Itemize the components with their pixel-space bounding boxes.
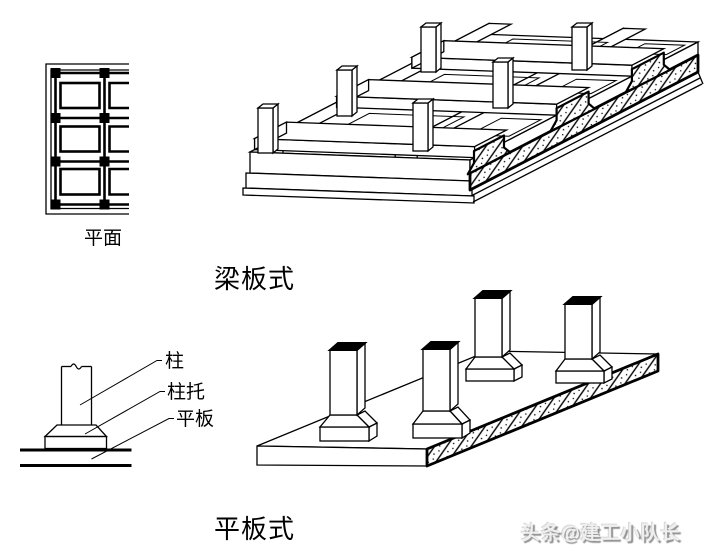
transverse-beam [334, 78, 592, 116]
plan-slab-panels [59, 81, 129, 196]
column [335, 64, 359, 118]
column [256, 102, 280, 155]
column [491, 56, 515, 110]
watermark: 头条@建工小队长 [521, 523, 681, 544]
slab-cut-section [466, 40, 704, 203]
callout-slab: 平板 [176, 409, 215, 430]
column-with-pedestal [318, 341, 379, 443]
column-with-pedestal [464, 289, 524, 383]
column [411, 97, 435, 153]
callout-column-pedestal: 柱托 [167, 382, 206, 403]
transverse-beam [409, 39, 667, 77]
plan-view-drawing [45, 63, 129, 215]
callout-column: 柱 [165, 351, 185, 372]
flat-plate-title: 平板式 [214, 515, 296, 544]
pedestal-detail-drawing [20, 360, 174, 467]
column-with-pedestal [554, 295, 614, 385]
beam-slab-title: 梁板式 [214, 265, 296, 294]
detail-pedestal-base [44, 435, 108, 450]
slab-front-face [256, 445, 428, 467]
plan-beam-grid [51, 71, 129, 208]
column [570, 21, 594, 72]
column-with-pedestal [411, 340, 472, 440]
callout-leader-lines [79, 360, 174, 460]
plan-column-squares [50, 68, 110, 210]
slab-front-edge-steps [242, 151, 475, 204]
column [419, 21, 443, 74]
detail-slab-lines [20, 448, 132, 467]
plan-view-label: 平面 [84, 228, 123, 249]
detail-column [60, 363, 93, 425]
hatched-beam-stub [466, 134, 512, 176]
break-symbol [70, 363, 83, 370]
flat-plate-isometric-drawing [256, 289, 660, 468]
hatched-beam-stub [549, 90, 596, 133]
beam-slab-isometric-drawing [242, 21, 704, 204]
hatched-beam-stub [624, 51, 672, 94]
